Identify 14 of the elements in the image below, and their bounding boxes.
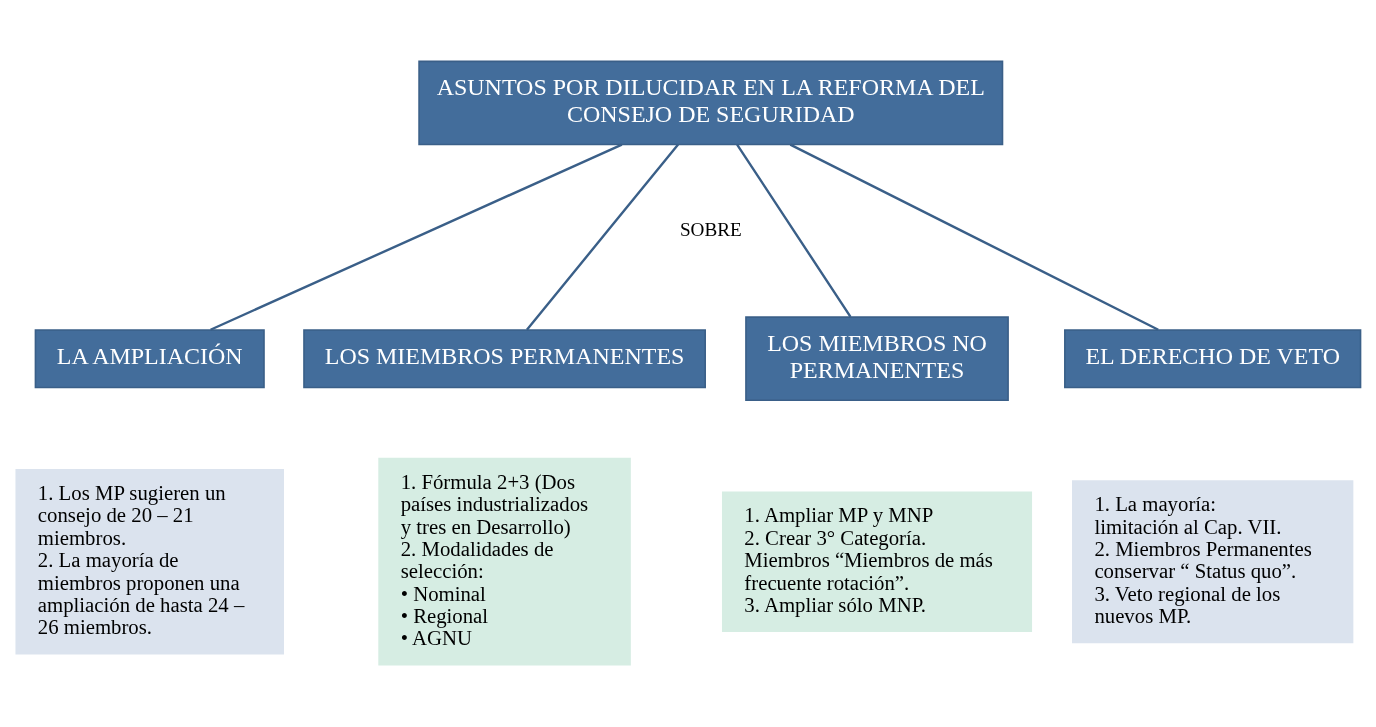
label: SOBRE bbox=[679, 218, 742, 240]
node-box: EL DERECHO DE VETO bbox=[1064, 329, 1362, 389]
node-box: ASUNTOS POR DILUCIDAR EN LA REFORMA DEL CONSEJO DE SEGURIDAD bbox=[418, 60, 1004, 146]
node-box: LOS MIEMBROS PERMANENTES bbox=[303, 329, 706, 389]
connector bbox=[210, 143, 623, 331]
node-box: 1. La mayoría: limitación al Cap. VII. 2. Miembros Permanentes conservar “ Status quo”. 3. Veto regional de los nuevos MP. bbox=[1072, 480, 1354, 644]
node-box: 1. Ampliar MP y MNP 2. Crear 3° Categoría. Miembros “Miembros de más frecuente rotación”. 3. Ampliar sólo MNP. bbox=[721, 491, 1033, 633]
connector bbox=[789, 143, 1159, 331]
connector bbox=[526, 143, 680, 331]
node-box: 1. Los MP sugieren un consejo de 20 – 21 miembros. 2. La mayoría de miembros proponen una ampliación de hasta 24 – 26 miembros. bbox=[15, 469, 284, 655]
node-box: LOS MIEMBROS NO PERMANENTES bbox=[745, 316, 1009, 402]
node-box: LA AMPLIACIÓN bbox=[34, 329, 265, 389]
node-box: 1. Fórmula 2+3 (Dos países industrializados y tres en Desarrollo) 2. Modalidades de selección: • Nominal • Regional • AGNU bbox=[378, 457, 631, 666]
connector bbox=[736, 143, 852, 318]
